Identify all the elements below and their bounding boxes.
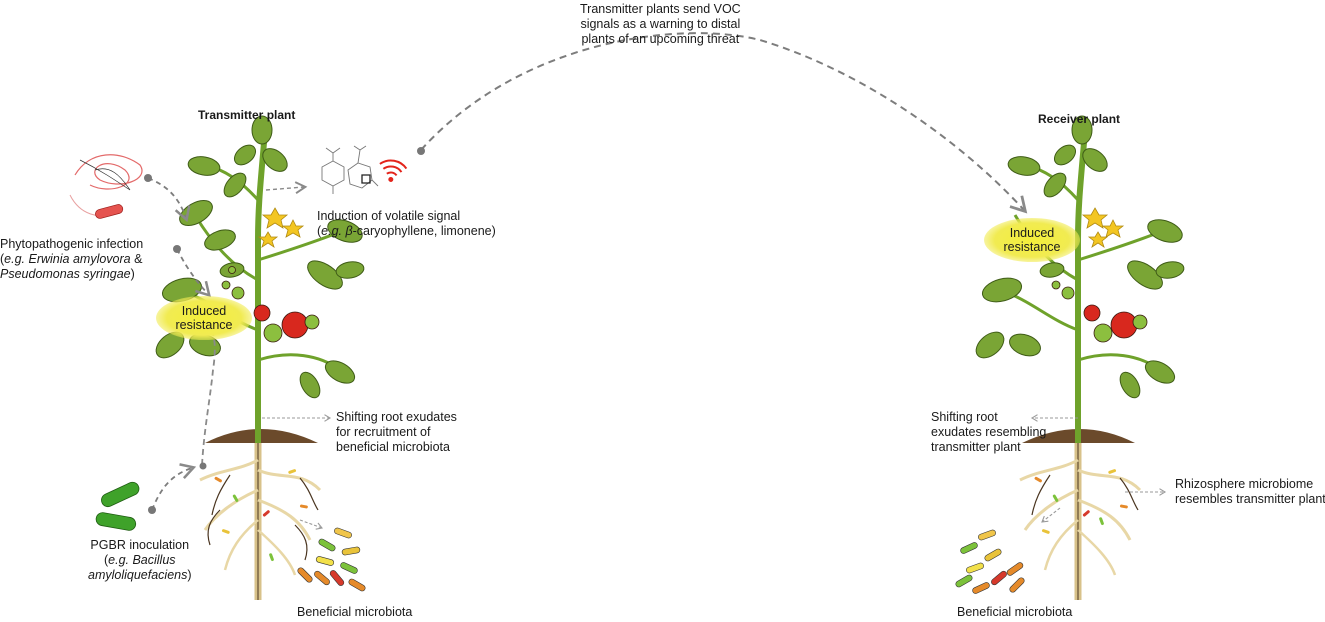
receiver-induced-resistance: Induced resistance — [984, 218, 1080, 262]
transmitter-exudate-caption: Shifting root exudates for recruitment o… — [336, 410, 457, 454]
transmitter-induced-resistance: Induced resistance — [156, 296, 252, 340]
transmitter-microbiota-cluster — [297, 527, 366, 592]
infection-arrow-1 — [147, 177, 191, 223]
volatile-signal-caption: Induction of volatile signal (e.g. β-car… — [317, 209, 496, 238]
roots-to-resistance-arrow — [201, 329, 216, 466]
receiver-leaves — [975, 115, 1185, 399]
transmitter-microbiota-caption: Beneficial microbiota — [297, 605, 413, 619]
receiver-microbiota-cluster — [955, 529, 1025, 594]
transmitter-soil — [205, 429, 318, 443]
receiver-rhizosphere-caption: Rhizosphere microbiome resembles transmi… — [1175, 477, 1325, 506]
transmitter-roots — [199, 443, 322, 600]
pgbr-caption: PGBR inoculation (e.g. Bacillus amyloliq… — [88, 538, 192, 582]
transmitter-stem — [255, 129, 268, 443]
infection-caption: Phytopathogenic infection (e.g. Erwinia … — [0, 237, 144, 281]
receiver-root-microbes — [1034, 469, 1128, 534]
transmitter-plant-title: Transmitter plant — [198, 108, 296, 122]
voc-signal-arrow — [420, 32, 1028, 214]
transmitter-microbiota-pointer — [299, 519, 324, 530]
volatile-signal-waves-icon — [372, 145, 417, 192]
receiver-plant-illustration — [975, 115, 1185, 600]
receiver-tomatoes — [1051, 280, 1148, 343]
receiver-stem — [1075, 129, 1088, 443]
voc-arrow-origin-dot — [417, 147, 425, 155]
receiver-microbiota-pointer — [1041, 507, 1061, 523]
pgbr-arrow — [151, 463, 197, 511]
caryophyllene-structure — [347, 145, 379, 189]
receiver-microbiota-caption: Beneficial microbiota — [957, 605, 1073, 619]
receiver-exudate-caption: Shifting root exudates resembling transm… — [931, 410, 1047, 454]
pgbr-bacteria — [95, 481, 140, 531]
transmitter-tomatoes — [221, 266, 320, 343]
volatile-arrow — [265, 181, 308, 195]
receiver-roots — [1019, 443, 1142, 600]
voc-signal-caption: Transmitter plants send VOC signals as a… — [580, 2, 741, 46]
limonene-structure — [321, 147, 345, 194]
transmitter-flowers — [257, 207, 305, 248]
receiver-plant-title: Receiver plant — [1038, 112, 1121, 126]
infection-arrow-2 — [176, 248, 211, 298]
pathogen-illustration — [69, 154, 143, 219]
receiver-flowers — [1081, 207, 1125, 248]
transmitter-root-microbes — [214, 469, 308, 562]
